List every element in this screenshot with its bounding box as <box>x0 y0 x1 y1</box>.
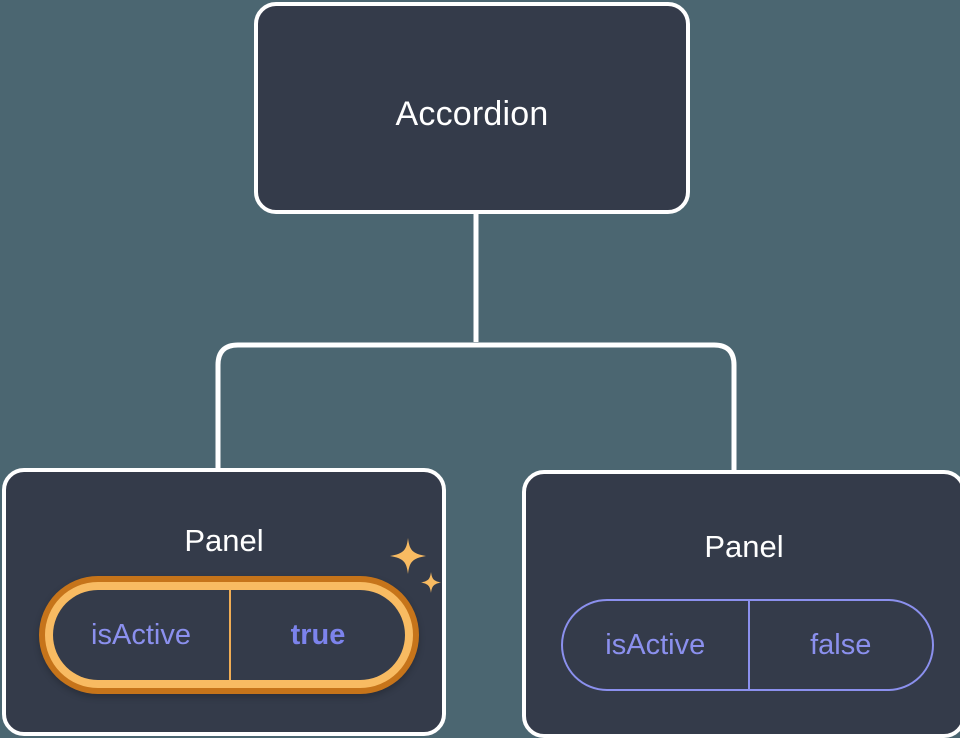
node-title: Panel <box>184 523 264 558</box>
node-title: Panel <box>704 529 784 564</box>
pill-highlight-ring: isActive true <box>45 582 413 688</box>
node-panel-inactive[interactable]: Panel isActive false <box>522 470 960 738</box>
prop-pill[interactable]: isActive false <box>561 599 934 691</box>
connector-bus <box>215 342 737 472</box>
prop-pill-highlighted[interactable]: isActive true <box>39 576 419 694</box>
node-accordion[interactable]: Accordion <box>254 2 690 214</box>
prop-key: isActive <box>91 618 191 651</box>
node-title: Accordion <box>395 95 549 133</box>
prop-value: false <box>747 601 933 689</box>
prop-value: true <box>229 590 405 680</box>
node-panel-active[interactable]: Panel isActive true <box>2 468 446 736</box>
prop-key: isActive <box>605 628 706 661</box>
pill-body: isActive true <box>53 590 405 680</box>
